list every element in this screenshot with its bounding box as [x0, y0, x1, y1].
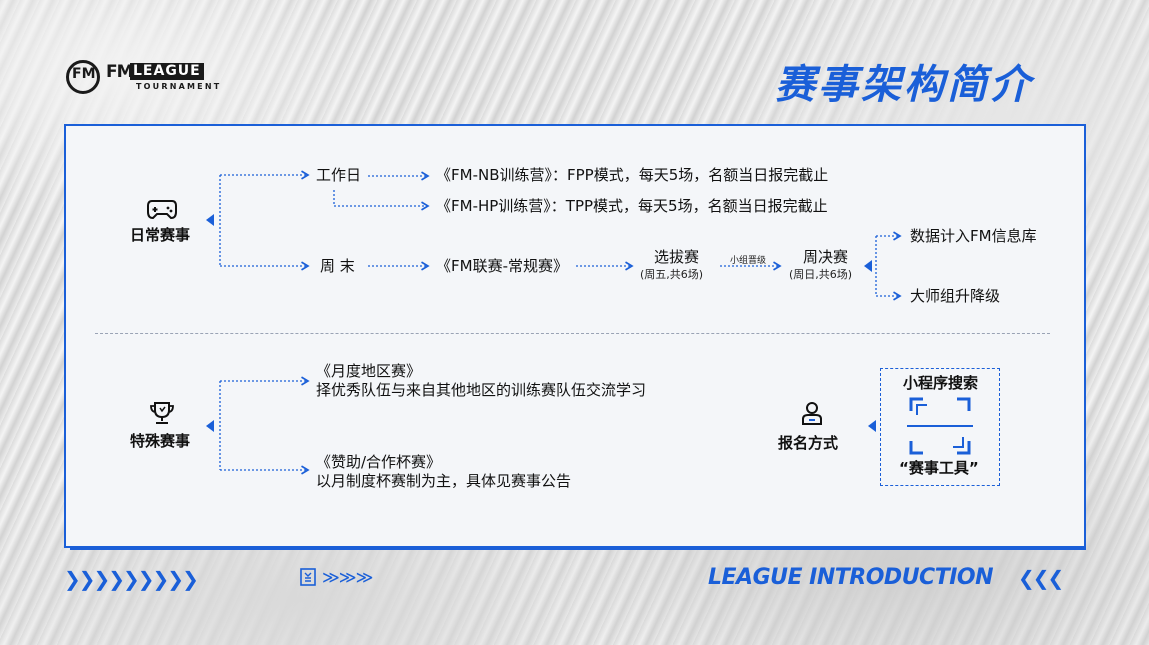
- logo-ring-text: FM: [72, 66, 96, 82]
- footer-back-arrows-icon: ❮❮❮: [1018, 566, 1064, 590]
- logo: FM FM LEAGUE TOURNAMENT: [66, 58, 219, 98]
- weekly-final-sub: (周日,共6场): [789, 268, 853, 281]
- category-signup: 报名方式: [778, 434, 839, 452]
- triangle-marker-signup: [868, 420, 876, 432]
- logo-tournament: TOURNAMENT: [136, 82, 222, 91]
- weekend-label: 周 末: [320, 257, 355, 275]
- triangle-marker-daily: [206, 214, 214, 226]
- master-group-text: 大师组升降级: [910, 287, 1001, 305]
- main-panel: [64, 124, 1086, 548]
- logo-league: LEAGUE: [130, 63, 204, 80]
- hp-camp-text: 《FM-HP训练营》：TPP模式，每天5场，名额当日报完截止: [436, 197, 828, 215]
- category-daily: 日常赛事: [130, 226, 191, 244]
- user-icon: [802, 402, 822, 425]
- mini-program-text: 小程序搜索: [903, 374, 979, 392]
- data-to-db-text: 数据计入FM信息库: [910, 227, 1037, 245]
- footer-title: LEAGUE INTRODUCTION: [708, 565, 994, 590]
- logo-fm: FM: [106, 62, 134, 82]
- selection-label: 选拔赛: [654, 248, 700, 266]
- bookmark-icon: [300, 568, 316, 586]
- triangle-marker-special: [206, 420, 214, 432]
- logo-ring-icon: [66, 60, 100, 94]
- trophy-icon: [150, 402, 174, 424]
- footer-double-arrows-icon: ≫≫≫: [322, 568, 373, 588]
- page-title: 赛事架构简介: [775, 62, 1033, 108]
- cup-desc: 以月制度杯赛制为主，具体见赛事公告: [316, 472, 572, 490]
- weekly-final-label: 周决赛: [803, 248, 849, 266]
- promote-label: 小组晋级: [730, 256, 767, 266]
- monthly-desc: 择优秀队伍与来自其他地区的训练赛队伍交流学习: [316, 381, 647, 399]
- section-divider: [95, 333, 1050, 334]
- selection-sub: (周五,共6场): [640, 268, 704, 281]
- triangle-marker-final: [864, 260, 872, 272]
- gamepad-icon: [147, 200, 177, 220]
- category-special: 特殊赛事: [130, 432, 191, 450]
- nb-camp-text: 《FM-NB训练营》：FPP模式，每天5场，名额当日报完截止: [436, 166, 829, 184]
- cup-title: 《赞助/合作杯赛》: [316, 453, 442, 471]
- scan-frame-icon: [907, 397, 973, 455]
- weekday-label: 工作日: [316, 166, 362, 184]
- footer-arrows-icon: ❯❯❯❯❯❯❯❯❯: [64, 567, 199, 591]
- league-regular-text: 《FM联赛-常规赛》: [436, 257, 568, 275]
- mini-program-box: 小程序搜索 “赛事工具”: [880, 368, 1000, 486]
- tool-name-text: “赛事工具”: [899, 459, 979, 477]
- monthly-title: 《月度地区赛》: [316, 362, 422, 380]
